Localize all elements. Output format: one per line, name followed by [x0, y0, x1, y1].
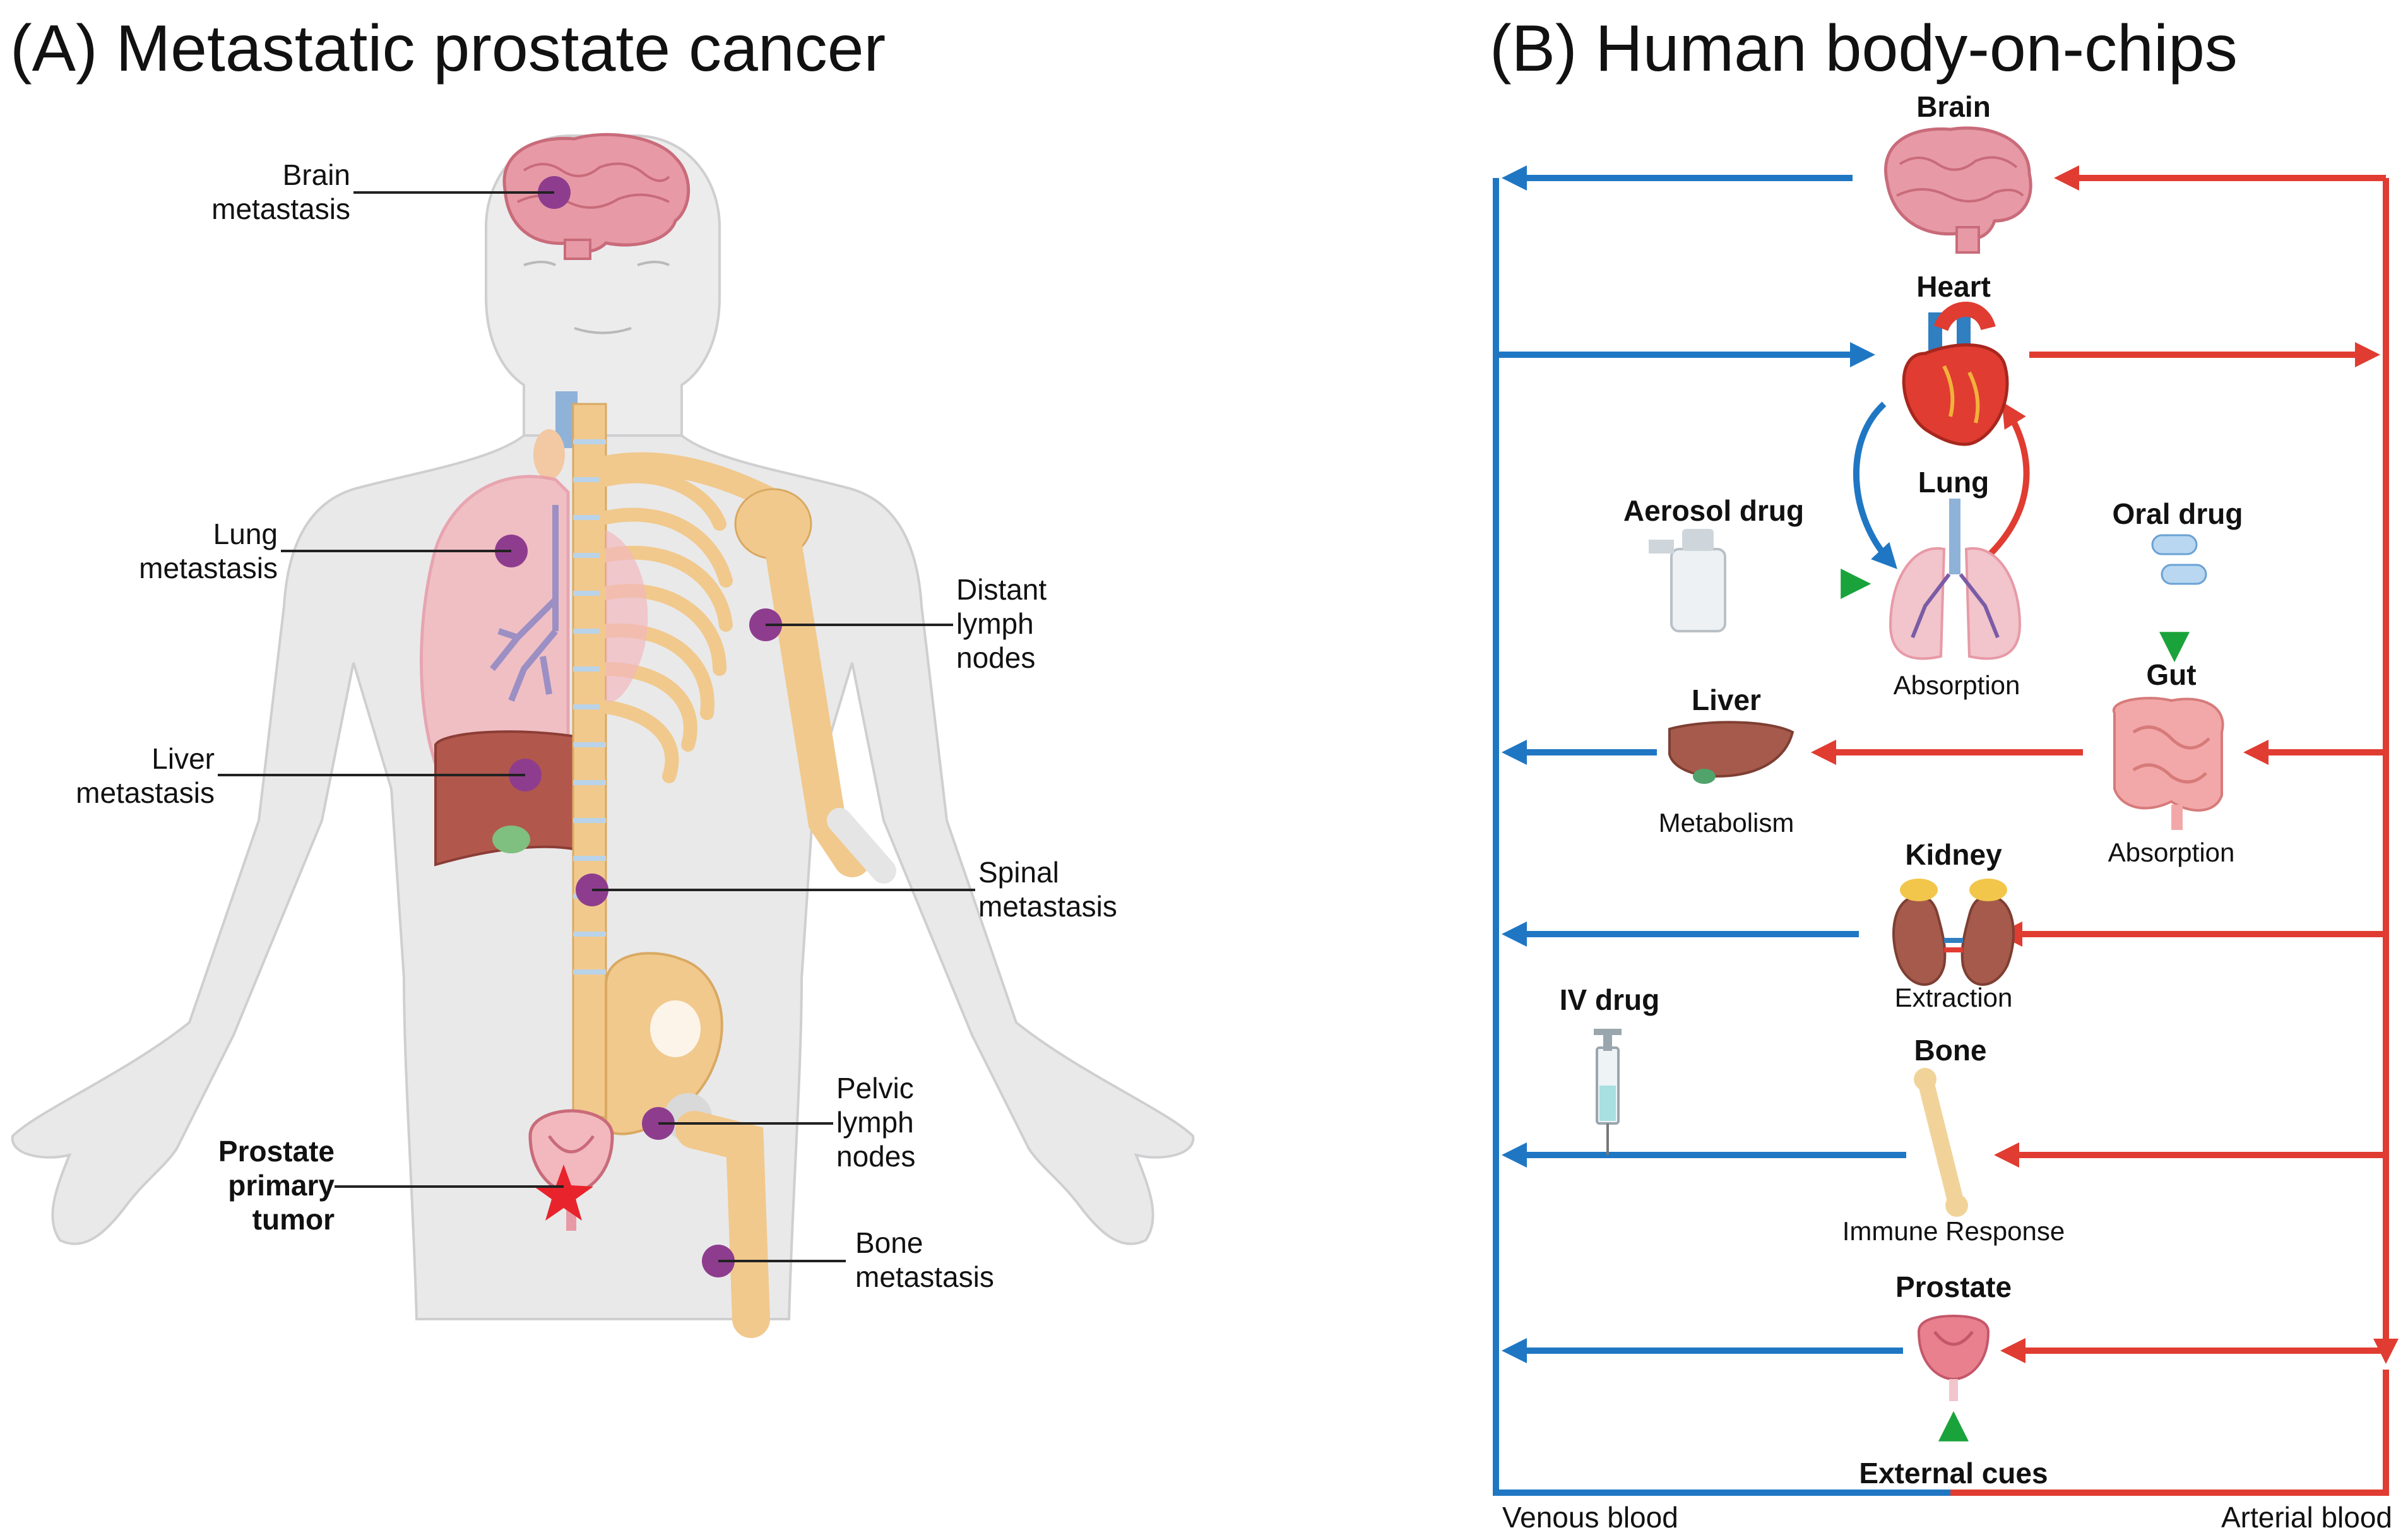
bone-subtitle: Immune Response	[1842, 1216, 2065, 1246]
primary-tumor-star-icon	[534, 1164, 593, 1221]
pill-icon	[2151, 534, 2207, 585]
arterial-vessel	[1811, 165, 2399, 1496]
liver-label-2: metastasis	[76, 776, 215, 809]
distant-label-1: Distant	[956, 573, 1047, 606]
gut-chip-icon	[2112, 697, 2224, 830]
spinal-label-1: Spinal	[978, 856, 1059, 889]
oral-title: Oral drug	[2112, 497, 2243, 530]
distant-label-2: lymph	[956, 607, 1034, 640]
panel-a-title: (A) Metastatic prostate cancer	[10, 12, 886, 85]
brain-label-1: Brain	[283, 158, 350, 191]
bone-label-1: Bone	[855, 1226, 923, 1259]
bone-title: Bone	[1914, 1034, 1987, 1067]
panel-b-title: (B) Human body-on-chips	[1490, 12, 2238, 85]
lung-chip-icon	[1889, 499, 2022, 660]
kidney-title: Kidney	[1905, 838, 2002, 871]
lung-label-1: Lung	[213, 518, 278, 550]
syringe-icon	[1594, 1029, 1622, 1155]
panel-a: (A) Metastatic prostate cancer	[10, 12, 1195, 1338]
brain-title: Brain	[1916, 90, 1991, 123]
kidney-chip-icon	[1892, 879, 2015, 986]
lung-subtitle: Absorption	[1894, 670, 2020, 700]
liver-chip-icon	[1668, 721, 1794, 784]
prostate-title: Prostate	[1895, 1270, 2012, 1303]
arterial-label: Arterial blood	[2221, 1501, 2392, 1534]
heart-title: Heart	[1916, 270, 1991, 303]
venous-vessel	[1493, 165, 1950, 1496]
spinal-label-2: metastasis	[978, 890, 1117, 923]
pelvic-label-1: Pelvic	[836, 1072, 914, 1105]
bone-label-2: metastasis	[855, 1260, 994, 1293]
kidney-subtitle: Extraction	[1895, 983, 2013, 1012]
iv-title: IV drug	[1560, 983, 1659, 1016]
gut-subtitle: Absorption	[2108, 838, 2235, 867]
prostate-label-1: Prostate	[218, 1135, 335, 1168]
thyroid-icon	[533, 429, 565, 480]
panel-b-labels: Brain Heart Lung Absorption Aerosol drug…	[1502, 90, 2392, 1534]
right-lung-icon	[606, 530, 648, 702]
panel-b: (B) Human body-on-chips	[1490, 12, 2399, 1534]
heart-chip-icon	[1902, 302, 2009, 446]
liver-subtitle: Metabolism	[1659, 808, 1794, 838]
brain-organ-icon	[502, 133, 691, 260]
venous-label: Venous blood	[1502, 1501, 1678, 1534]
mouth-icon	[574, 327, 632, 335]
liver-title: Liver	[1692, 684, 1761, 716]
brain-chip-icon	[1884, 126, 2032, 254]
liver-label-1: Liver	[151, 742, 215, 775]
closed-eyes-icon	[523, 261, 670, 266]
gut-title: Gut	[2146, 658, 2196, 691]
prostate-chip-icon	[1917, 1314, 1990, 1401]
lung-title: Lung	[1918, 466, 1989, 499]
distant-label-3: nodes	[956, 641, 1035, 674]
prostate-label-3: tumor	[252, 1203, 335, 1236]
lung-label-2: metastasis	[139, 552, 278, 584]
prostate-label-2: primary	[228, 1169, 335, 1202]
lung-organ-icon	[420, 475, 570, 766]
nebulizer-icon	[1649, 529, 1726, 632]
panel-a-labels: Brain metastasis Lung metastasis Liver m…	[76, 158, 1117, 1293]
external-cues-title: External cues	[1859, 1457, 2048, 1490]
aerosol-title: Aerosol drug	[1623, 494, 1804, 527]
pelvic-label-3: nodes	[836, 1140, 915, 1173]
pelvic-label-2: lymph	[836, 1106, 914, 1139]
arm-bone-icon	[595, 452, 896, 884]
leader-lines	[218, 191, 975, 1262]
spine-icon	[572, 403, 607, 1118]
brain-label-2: metastasis	[211, 192, 350, 225]
gallbladder-icon	[492, 826, 530, 853]
bone-chip-icon	[1914, 1068, 1968, 1217]
